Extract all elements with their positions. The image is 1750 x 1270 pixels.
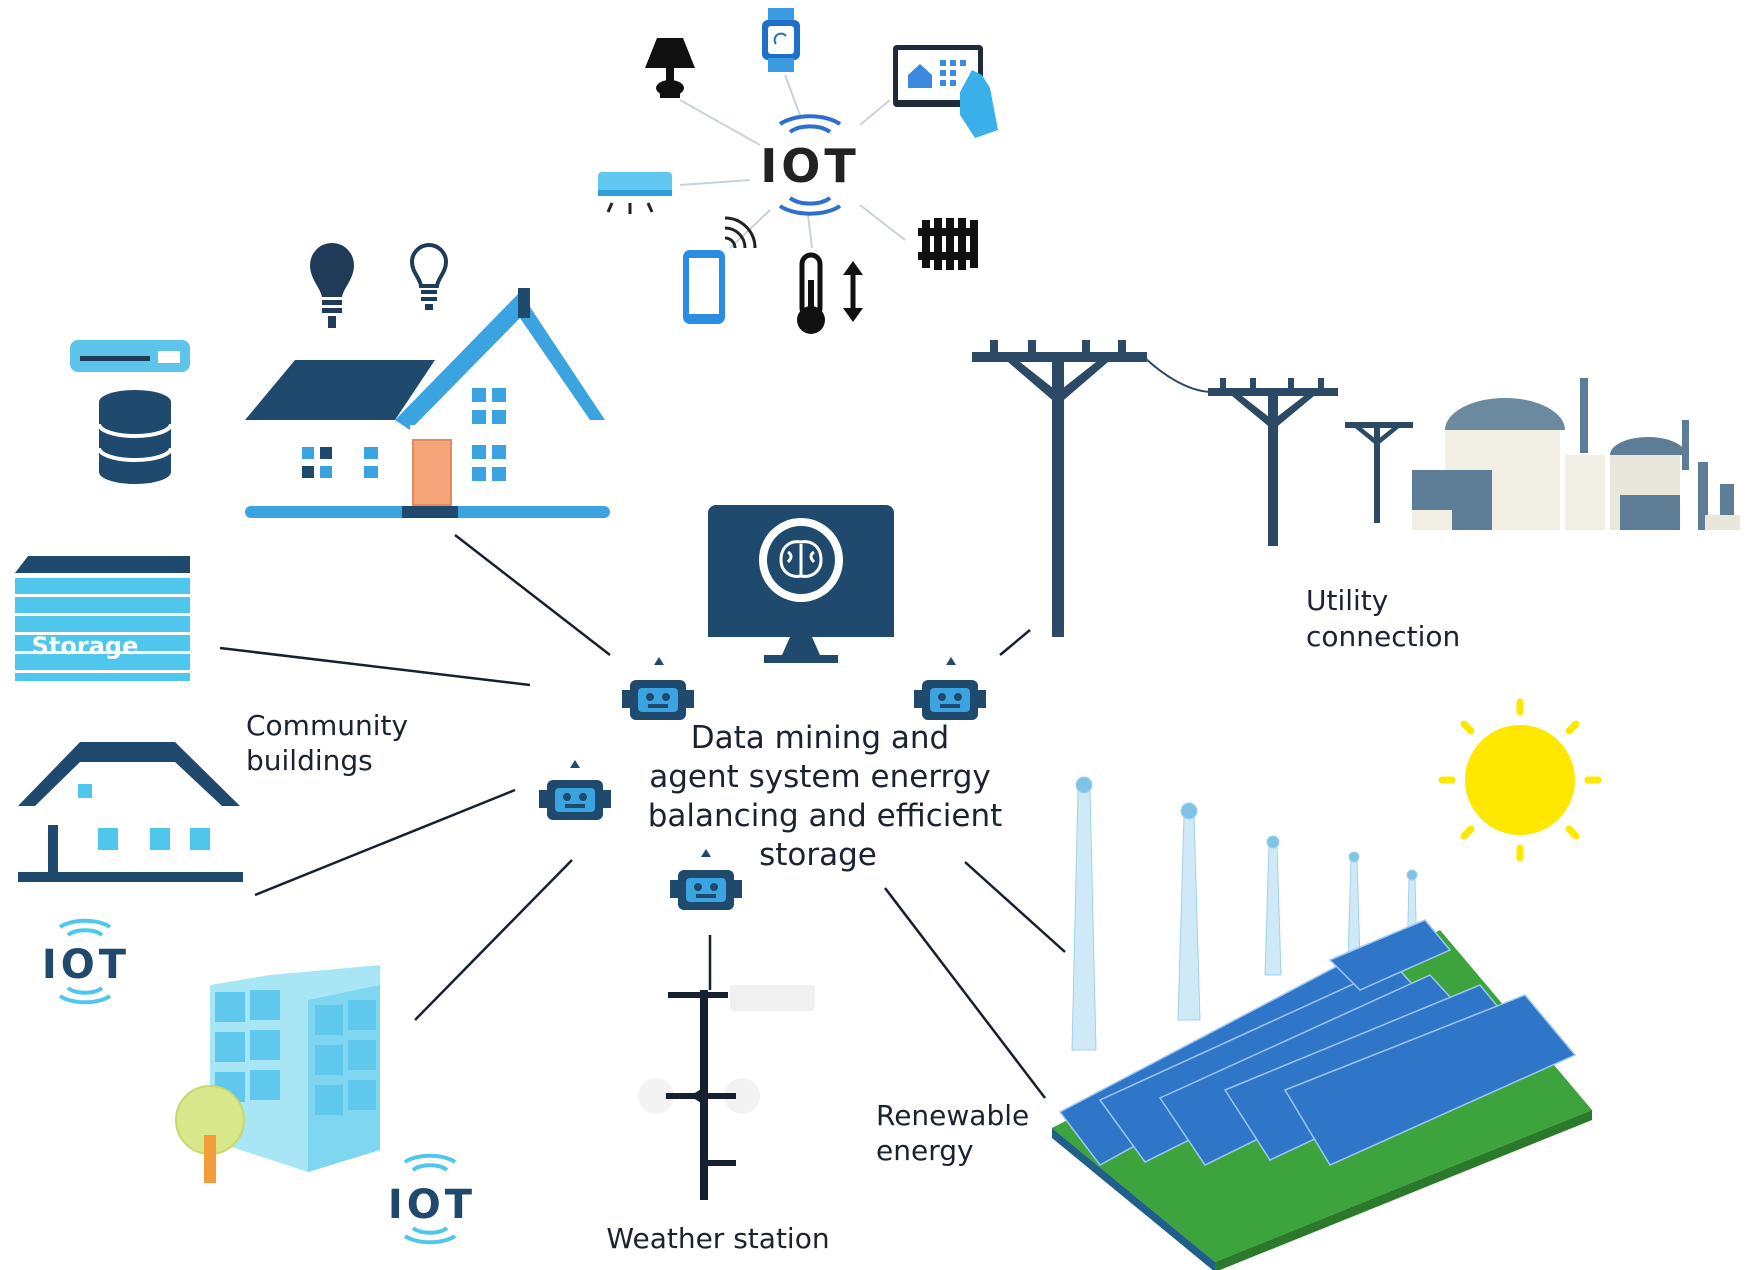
sun-icon — [1438, 698, 1602, 862]
phone-icon — [683, 216, 757, 324]
tree-icon — [175, 1085, 245, 1183]
home-cluster — [70, 243, 610, 518]
utility-connection — [972, 340, 1740, 637]
smartwatch-icon — [762, 8, 800, 72]
community-label-1: Community — [246, 709, 408, 742]
community-house-icon — [18, 742, 243, 882]
center-label-line-3: balancing and efficient — [648, 798, 1003, 834]
center-label-line-4: storage — [759, 837, 877, 873]
database-icon — [97, 390, 173, 484]
wall-ac-icon — [70, 340, 190, 372]
iot-label-bottom: IOT — [388, 1182, 476, 1228]
power-pole-icon — [972, 340, 1147, 637]
power-pole-icon — [1208, 378, 1338, 546]
thermometer-icon — [797, 252, 863, 334]
radiator-icon — [918, 218, 978, 270]
iot-hub: IOT — [598, 8, 998, 334]
robot-icon — [670, 849, 742, 910]
utility-label-2: connection — [1306, 620, 1460, 653]
wind-turbine-icon — [1071, 776, 1418, 1051]
renewable-label-2: energy — [876, 1134, 974, 1167]
community-label-2: buildings — [246, 744, 373, 777]
utility-label-1: Utility — [1306, 584, 1388, 617]
iot-label-left: IOT — [42, 942, 130, 988]
center-label-line-1: Data mining and — [691, 720, 949, 756]
weather-station-icon — [638, 985, 815, 1200]
lamp-icon — [645, 38, 695, 98]
center-label-line-2: agent system enerrgy — [649, 759, 991, 795]
house-icon — [245, 288, 610, 518]
solar-panel-icon — [1052, 919, 1592, 1270]
bulb-icon — [310, 243, 354, 328]
iot-waves — [778, 114, 842, 216]
iot-badge-bottom: IOT — [388, 1153, 476, 1245]
iot-badge-left: IOT — [42, 918, 130, 1005]
renewable-label-1: Renewable — [876, 1099, 1029, 1132]
monitor-icon — [708, 505, 894, 663]
robot-icon — [914, 657, 986, 720]
center-label: Data mining and agent system enerrgy bal… — [648, 720, 1003, 873]
bulb-outline-icon — [409, 243, 449, 310]
air-conditioner-icon — [598, 172, 672, 214]
storage-block: Storage — [15, 556, 190, 681]
power-plant-icon — [1412, 378, 1740, 530]
iot-hub-label: IOT — [760, 139, 860, 193]
robot-icon — [539, 760, 611, 820]
office-building-icon — [210, 965, 380, 1172]
tablet-icon — [893, 45, 998, 138]
connector-lines — [219, 534, 1066, 1099]
storage-label: Storage — [32, 632, 139, 660]
weather-station-label: Weather station — [606, 1222, 829, 1255]
robot-icon — [622, 657, 694, 720]
power-pole-icon — [1345, 422, 1413, 523]
brain-icon — [779, 540, 823, 578]
house-windows — [302, 388, 506, 481]
